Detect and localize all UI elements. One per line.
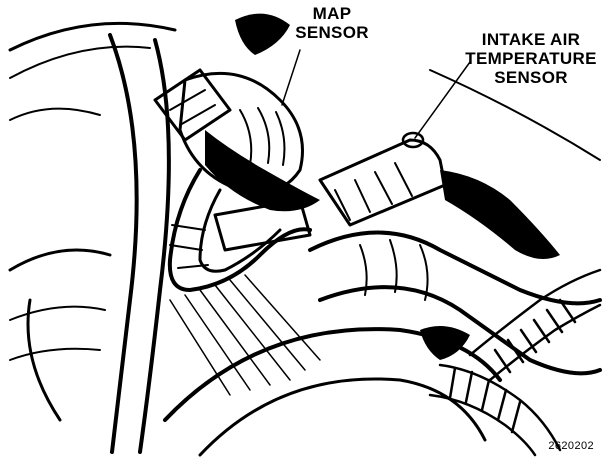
map-connector — [153, 68, 232, 142]
hose-wrinkles — [359, 239, 429, 301]
map-connector — [169, 89, 206, 111]
left-panel — [26, 298, 62, 422]
left-panel — [9, 347, 101, 361]
left-tube — [108, 33, 139, 454]
iat-sensor-label: INTAKE AIR TEMPERATURE SENSOR — [458, 30, 604, 87]
map-sensor-label: MAP SENSOR — [286, 4, 378, 42]
conduit-right — [468, 268, 602, 382]
left-tube — [138, 38, 171, 454]
wire-harness — [198, 188, 282, 273]
right-upper-curve — [429, 69, 601, 161]
dark-mass — [420, 326, 470, 360]
figure-id: 2620202 — [548, 440, 594, 452]
iat-sensor-label-line3: SENSOR — [494, 68, 568, 87]
ridge-lines — [169, 274, 321, 396]
iat-leader-line — [414, 61, 471, 139]
harness-bands — [169, 224, 209, 269]
iat-sensor-label-line2: TEMPERATURE — [465, 49, 597, 68]
bottom-housing — [198, 377, 487, 457]
map-sensor-bands — [239, 107, 286, 166]
map-leader-line — [281, 49, 301, 106]
left-panel — [9, 107, 101, 121]
dark-bracket — [235, 13, 290, 56]
conduit-lower — [428, 363, 562, 457]
map-connector — [179, 104, 216, 126]
iat-sensor-label-line1: INTAKE AIR — [481, 30, 581, 49]
iat-sensor-threads — [334, 162, 413, 221]
map-sensor-body — [178, 71, 304, 194]
intake-hose — [318, 285, 602, 376]
upper-curve — [8, 21, 177, 52]
dark-mass — [440, 170, 560, 259]
iat-sensor-tip — [401, 131, 425, 149]
left-panel — [8, 248, 112, 272]
left-panel — [9, 305, 106, 321]
upper-curve — [9, 45, 151, 79]
dark-mass — [205, 130, 320, 212]
intake-hose — [308, 230, 602, 306]
iat-sensor-body — [318, 138, 447, 227]
map-sensor-label-line2: SENSOR — [295, 23, 369, 42]
map-sensor-label-line1: MAP — [312, 4, 352, 23]
bottom-housing — [163, 327, 502, 422]
